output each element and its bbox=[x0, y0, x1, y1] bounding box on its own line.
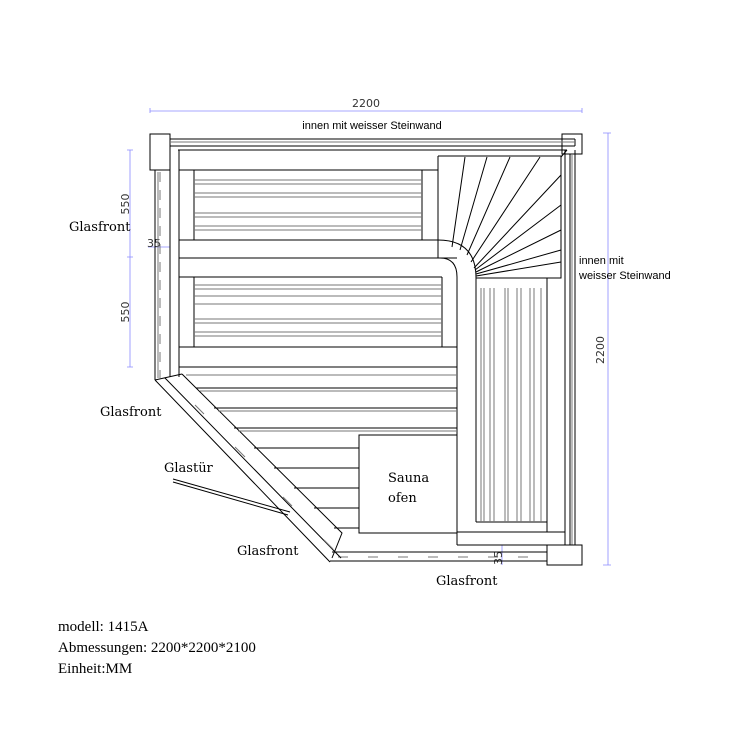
top-dimension-label: 2200 bbox=[352, 97, 380, 110]
left-dimensions: 550 550 35 bbox=[119, 149, 170, 368]
glasfront-bottom-label: Glasfront bbox=[436, 574, 498, 589]
top-dimension: 2200 bbox=[149, 97, 583, 113]
right-wall-label-line1: innen mit bbox=[579, 255, 624, 267]
floor-slats bbox=[186, 374, 457, 529]
glass-door bbox=[172, 478, 291, 516]
right-bench bbox=[457, 278, 565, 546]
oven-label-line2: ofen bbox=[388, 491, 417, 506]
glasfront-diagonal-top-label: Glasfront bbox=[100, 405, 162, 420]
right-wall bbox=[560, 149, 576, 548]
bottom-gap-dimension: 35 bbox=[492, 545, 505, 565]
top-wall bbox=[149, 133, 583, 171]
sauna-oven: Sauna ofen bbox=[358, 434, 458, 534]
upper-bench bbox=[179, 156, 457, 259]
diagonal-glass-front bbox=[154, 373, 343, 563]
left-gap-dimension: 35 bbox=[147, 237, 161, 250]
lower-bench bbox=[179, 257, 458, 545]
left-lower-dimension: 550 bbox=[119, 302, 132, 323]
dimensions-text: Abmessungen: 2200*2200*2100 bbox=[58, 640, 256, 656]
svg-text:35: 35 bbox=[492, 551, 505, 565]
unit-text: Einheit:MM bbox=[58, 661, 132, 677]
right-wall-label-line2: weisser Steinwand bbox=[578, 270, 671, 282]
top-wall-label: innen mit weisser Steinwand bbox=[302, 120, 441, 132]
glasfront-diagonal-bottom-label: Glasfront bbox=[237, 544, 299, 559]
left-glass-front bbox=[154, 150, 180, 380]
right-dimension: 2200 bbox=[594, 132, 611, 566]
right-dimension-label: 2200 bbox=[594, 336, 607, 364]
model-text: modell: 1415A bbox=[58, 619, 149, 635]
corner-bench bbox=[437, 155, 562, 279]
left-upper-dimension: 550 bbox=[119, 194, 132, 215]
glastuer-label: Glastür bbox=[164, 461, 214, 476]
oven-label-line1: Sauna bbox=[388, 471, 429, 486]
glasfront-left-label: Glasfront bbox=[69, 220, 131, 235]
bottom-glass-front bbox=[330, 544, 583, 566]
